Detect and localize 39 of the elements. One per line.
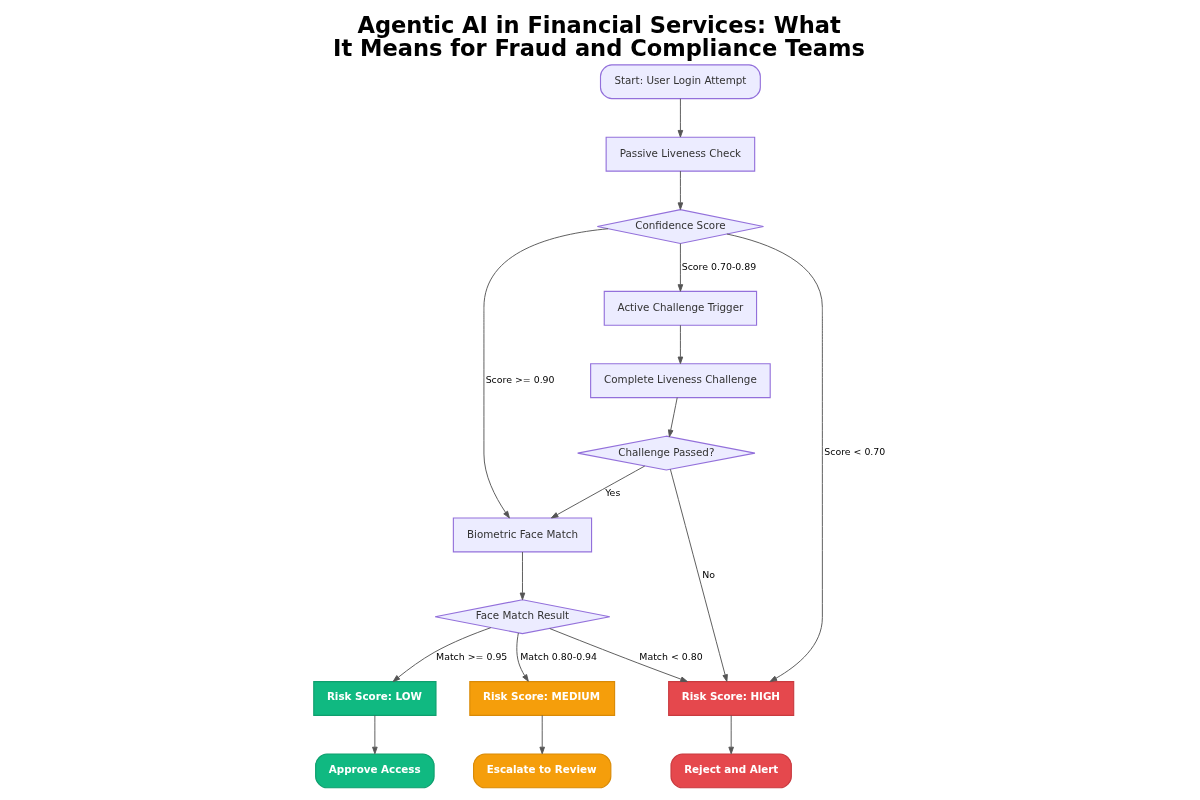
node-box: Risk Score: HIGH [667,681,794,716]
arrow [725,233,823,682]
arrow [550,465,645,519]
node-box: Passive Liveness Check [605,136,755,172]
arrow [515,632,529,682]
edge-label: Score >= 0.90 [485,374,555,386]
node-box: Risk Score: LOW [312,681,437,716]
edge-label: No [701,569,715,581]
node-box: Start: User Login Attempt [599,64,761,100]
arrow [677,170,683,210]
arrow [482,228,609,519]
node-box: Approve Access [314,753,435,789]
arrow [548,628,688,682]
edge-label: Yes [604,487,620,499]
arrow [677,243,683,292]
edge-label: Match >= 0.95 [435,650,507,662]
node-box: Biometric Face Match [452,517,592,553]
node-diamond: Confidence Score [596,209,764,245]
arrow [392,627,491,682]
arrow [519,551,525,601]
node-diamond: Face Match Result [434,599,610,635]
node-box: Reject and Alert [669,753,792,789]
arrow [677,98,683,138]
arrow [667,397,678,438]
edge-label: Match 0.80-0.94 [519,650,597,662]
node-box: Escalate to Review [472,753,611,789]
edge-label: Score < 0.70 [823,446,885,458]
edge-label: Score 0.70-0.89 [681,260,756,272]
arrow [371,714,378,755]
node-box: Complete Liveness Challenge [589,363,771,399]
node-diamond: Challenge Passed? [576,435,755,471]
arrow [677,324,683,365]
edge-label: Match < 0.80 [638,650,703,662]
arrow [669,468,728,682]
diagram-title: Agentic AI in Financial Services: What It Means for Fraud and Compliance Teams [332,12,865,61]
node-box: Active Challenge Trigger [603,290,757,326]
node-box: Risk Score: MEDIUM [468,681,615,716]
arrow [727,714,734,755]
arrow [538,714,545,755]
